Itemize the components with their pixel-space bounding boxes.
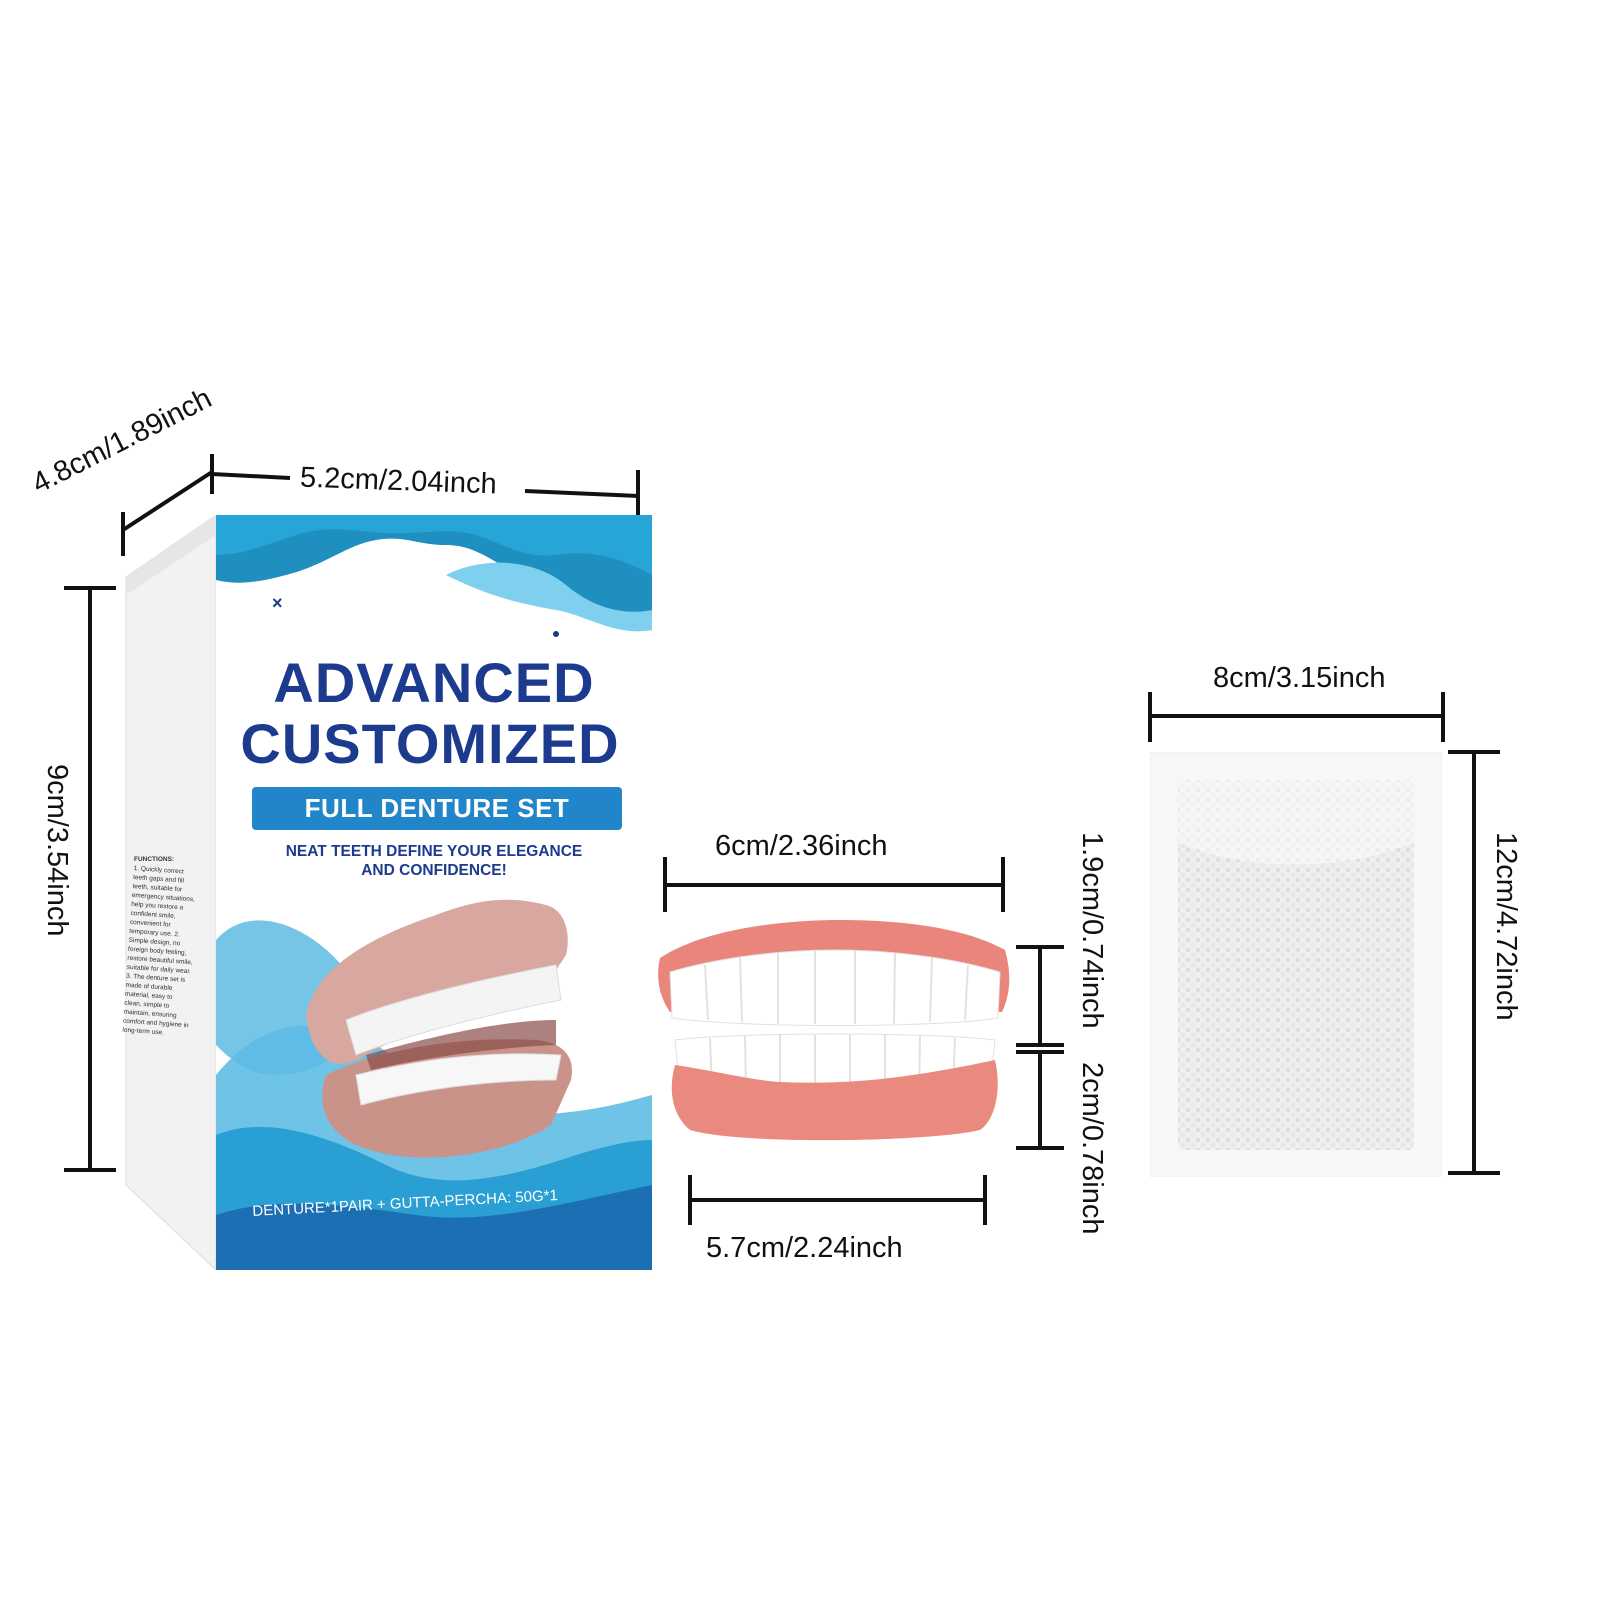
denture-illustration bbox=[658, 920, 1010, 1141]
box-side-panel bbox=[125, 515, 217, 1270]
denture-upper-width-label: 6cm/2.36inch bbox=[715, 830, 888, 862]
box-front-panel: × ADVANCED CUSTOMIZED FULL DENTURE SET N… bbox=[216, 515, 652, 1270]
box-side-heading: FUNCTIONS: bbox=[134, 856, 175, 863]
box-title-line2: CUSTOMIZED bbox=[240, 712, 620, 775]
box-side-body: 1. Quickly correct teeth gaps and fill t… bbox=[122, 864, 196, 1037]
box-width-line-right bbox=[524, 489, 639, 498]
box-side-text-block: FUNCTIONS: 1. Quickly correct teeth gaps… bbox=[122, 855, 200, 1036]
product-box: FUNCTIONS: 1. Quickly correct teeth gaps… bbox=[122, 515, 652, 1270]
pouch-height-label: 12cm/4.72inch bbox=[1490, 832, 1522, 1021]
box-width-line-left bbox=[211, 472, 291, 480]
pouch-width-label: 8cm/3.15inch bbox=[1213, 662, 1386, 694]
box-width-label: 5.2cm/2.04inch bbox=[299, 461, 498, 501]
box-depth-line bbox=[121, 470, 214, 532]
lower-denture bbox=[671, 1033, 998, 1141]
box-denture-illustration bbox=[306, 899, 572, 1158]
upper-denture bbox=[658, 920, 1010, 1026]
box-tagline-line2: AND CONFIDENCE! bbox=[361, 862, 507, 879]
gutta-percha-pouch bbox=[1150, 752, 1442, 1177]
denture-lower-height-label: 2cm/0.78inch bbox=[1076, 1062, 1108, 1235]
denture-upper-height-label: 1.9cm/0.74inch bbox=[1076, 832, 1108, 1029]
box-title-line1: ADVANCED bbox=[273, 651, 595, 714]
box-pill-banner: FULL DENTURE SET bbox=[252, 787, 622, 830]
box-tagline-line1: NEAT TEETH DEFINE YOUR ELEGANCE bbox=[285, 843, 583, 860]
box-height-label: 9cm/3.54inch bbox=[41, 764, 73, 937]
denture-lower-width-label: 5.7cm/2.24inch bbox=[706, 1232, 903, 1264]
svg-text:×: × bbox=[272, 593, 283, 613]
box-front-graphics: × bbox=[216, 515, 652, 1270]
